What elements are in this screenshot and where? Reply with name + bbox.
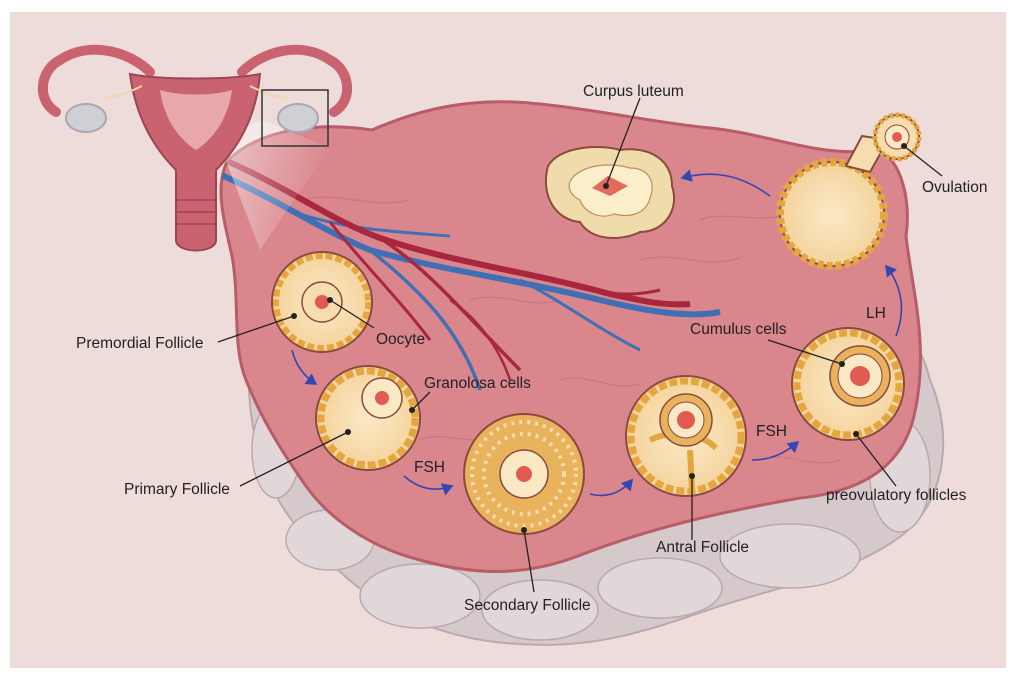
label-primary-follicle: Primary Follicle (124, 481, 230, 498)
antral-follicle (626, 376, 746, 496)
label-preovulatory-follicles: preovulatory follicles (826, 487, 967, 504)
label-lh: LH (866, 305, 886, 322)
secondary-follicle (464, 414, 584, 534)
label-premordial-follicle: Premordial Follicle (76, 335, 203, 352)
label-fsh-1: FSH (414, 459, 445, 476)
label-ovulation: Ovulation (922, 179, 987, 196)
label-curpus-luteum: Curpus luteum (583, 83, 684, 100)
premordial-follicle (272, 252, 372, 352)
primary-follicle (316, 366, 420, 470)
preovulatory-follicle (792, 328, 904, 440)
label-oocyte: Oocyte (376, 331, 425, 348)
label-granolosa-cells: Granolosa cells (424, 375, 531, 392)
label-secondary-follicle: Secondary Follicle (464, 597, 591, 614)
label-fsh-2: FSH (756, 423, 787, 440)
label-cumulus-cells: Cumulus cells (690, 321, 787, 338)
label-antral-follicle: Antral Follicle (656, 539, 749, 556)
